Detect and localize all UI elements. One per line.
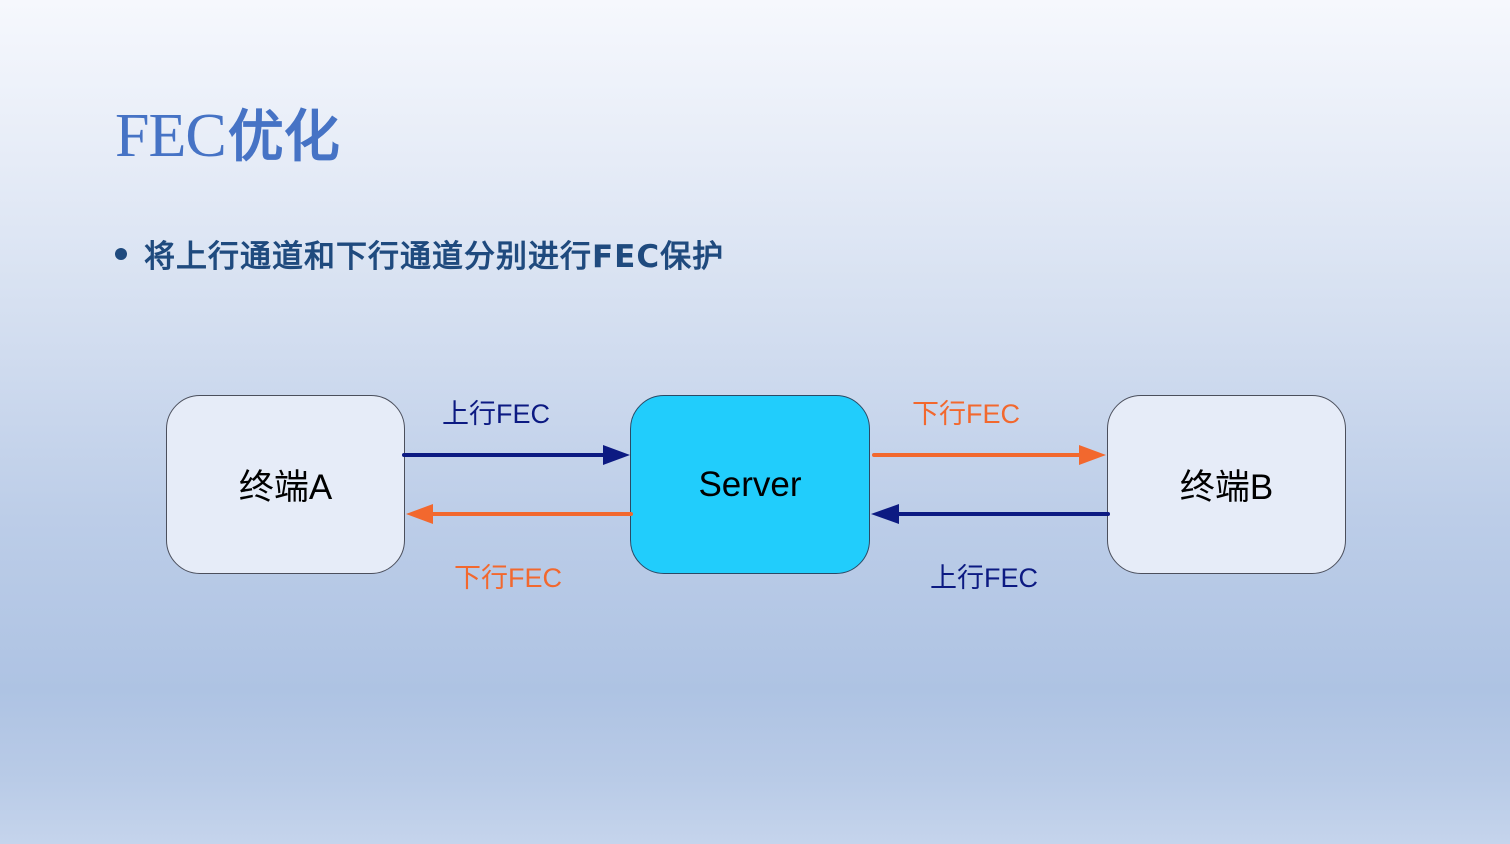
edge-label-a-downlink: 下行FEC bbox=[454, 563, 562, 593]
arrow-a-to-server-head bbox=[603, 445, 630, 465]
bullet-text: 将上行通道和下行通道分别进行FEC保护 bbox=[144, 238, 725, 275]
bullet-dot-icon bbox=[115, 248, 127, 260]
bullet-item: 将上行通道和下行通道分别进行FEC保护 bbox=[115, 230, 724, 276]
edge-label-b-uplink: 上行FEC bbox=[930, 563, 1038, 593]
node-server-label: Server bbox=[698, 464, 802, 504]
node-server: Server bbox=[630, 395, 870, 574]
arrow-server-to-b bbox=[872, 445, 1106, 465]
slide-title: FEC 优化 bbox=[115, 92, 340, 170]
edge-label-a-uplink: 上行FEC bbox=[442, 399, 550, 429]
node-terminal-a-label: 终端A bbox=[238, 468, 333, 507]
arrow-server-to-b-head bbox=[1079, 445, 1106, 465]
arrow-server-to-a-head bbox=[406, 504, 433, 524]
arrow-server-to-a bbox=[406, 504, 633, 524]
node-terminal-b: 终端B bbox=[1107, 395, 1346, 574]
slide-title-cjk: 优化 bbox=[227, 105, 340, 170]
edge-label-b-downlink: 下行FEC bbox=[912, 399, 1020, 429]
arrow-b-to-server bbox=[871, 504, 1110, 524]
node-terminal-b-label: 终端B bbox=[1179, 468, 1274, 507]
arrow-b-to-server-head bbox=[871, 504, 899, 524]
node-terminal-a: 终端A bbox=[166, 395, 405, 574]
slide-title-latin: FEC bbox=[115, 102, 227, 170]
arrow-a-to-server bbox=[402, 445, 630, 465]
